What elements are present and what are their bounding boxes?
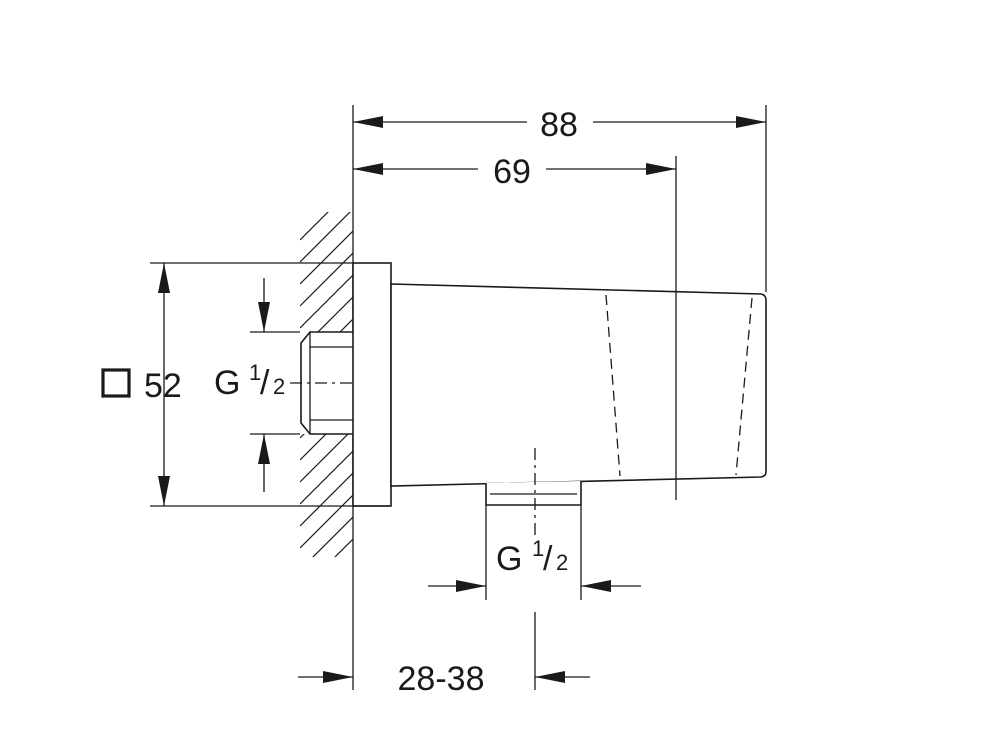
outlet-thread-denominator: 2 bbox=[556, 550, 568, 575]
wall-flange bbox=[352, 262, 392, 507]
dimension-28-38-label: 28-38 bbox=[398, 660, 485, 698]
dimension-69: 69 bbox=[353, 153, 676, 191]
inlet-thread-numerator: 1 bbox=[249, 360, 261, 385]
outlet-thread-label: G bbox=[496, 540, 522, 578]
inlet-thread-dimension: G 1 / 2 bbox=[214, 278, 300, 492]
square-symbol bbox=[101, 368, 131, 398]
dimension-88-label: 88 bbox=[540, 106, 578, 144]
dimension-28-38: 28-38 bbox=[298, 612, 590, 698]
dimension-52: 52 bbox=[101, 262, 391, 507]
outlet-thread-slash: / bbox=[543, 540, 553, 578]
dimension-88: 88 bbox=[353, 106, 766, 144]
outlet-thread-dimension: G 1 / 2 bbox=[428, 505, 641, 600]
inlet-thread-slash: / bbox=[260, 364, 270, 402]
dimension-69-label: 69 bbox=[493, 153, 531, 191]
main-body bbox=[390, 283, 767, 487]
dimension-52-label: 52 bbox=[144, 367, 182, 405]
outlet-thread-numerator: 1 bbox=[532, 536, 544, 561]
inlet-thread-label: G bbox=[214, 364, 240, 402]
inlet-pipe bbox=[290, 331, 372, 435]
outlet-pipe bbox=[485, 448, 582, 540]
inlet-thread-denominator: 2 bbox=[273, 374, 285, 399]
